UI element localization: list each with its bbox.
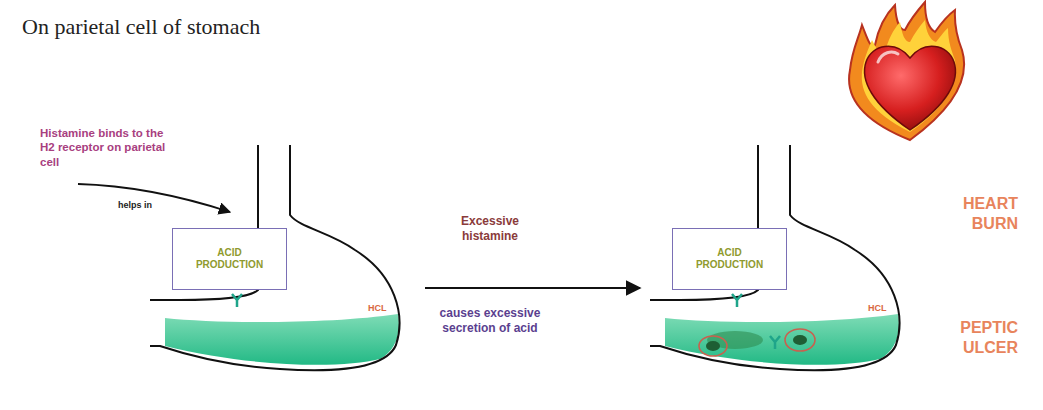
box-text: ACID PRODUCTION (190, 247, 270, 272)
annotation: Histamine binds to the H2 receptor on pa… (40, 126, 180, 169)
stomach-region: HCL ACID PRODUCTION (650, 140, 915, 375)
effect-note: causes excessive secretion of acid (420, 306, 560, 336)
process-box: ACID PRODUCTION (672, 228, 787, 290)
title: On parietal cell of stomach (22, 14, 260, 40)
condition-label: PEPTIC ULCER (930, 318, 1018, 358)
stomach-drawing (150, 145, 399, 370)
stomach-region: HCL ACID PRODUCTION (150, 140, 415, 375)
acid-label: HCL (868, 303, 887, 313)
acid-label: HCL (368, 303, 387, 313)
edge-label: Excessive histamine (440, 214, 540, 244)
helps-arrow (78, 184, 230, 212)
ulcer-marks (699, 329, 815, 356)
box-text: ACID PRODUCTION (690, 247, 770, 272)
condition-label: HEART BURN (948, 194, 1018, 234)
flow-arrow (425, 287, 640, 289)
arrow-note: helps in (118, 200, 178, 211)
process-box: ACID PRODUCTION (172, 228, 287, 290)
heart-on-fire (849, 2, 964, 140)
